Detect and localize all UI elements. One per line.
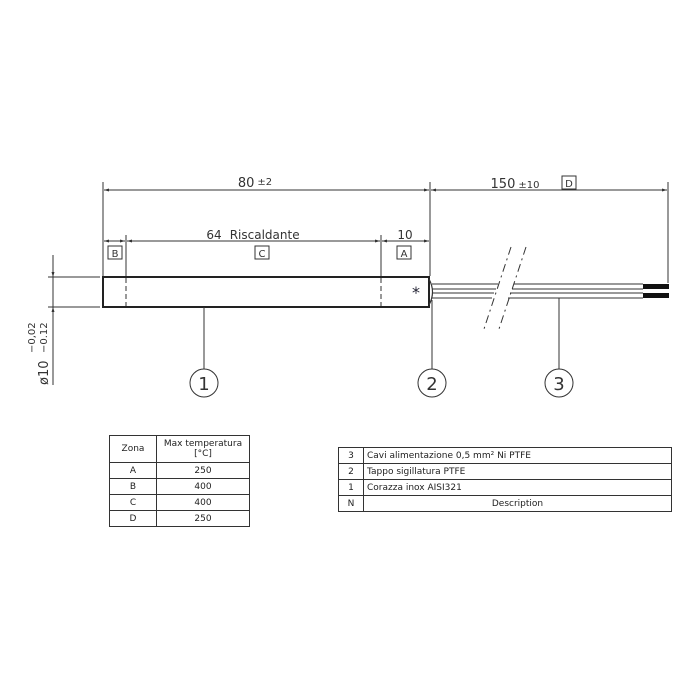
svg-text:−0.12: −0.12 xyxy=(39,322,50,353)
dimension-lines xyxy=(48,188,667,385)
zone-table-header: Zona Max temperatura [°C] xyxy=(109,435,250,463)
balloon-2 xyxy=(417,368,447,398)
max-temp-header: Max temperatura [°C] xyxy=(156,435,250,463)
zone-d-label: D xyxy=(565,179,573,190)
zone-header: Zona xyxy=(109,435,157,463)
zone-a-label: A xyxy=(401,249,408,260)
zone-d-box xyxy=(561,175,577,190)
zone-a-box xyxy=(396,245,412,260)
zone-b-box xyxy=(107,245,123,260)
total-length-label: 80±2 xyxy=(238,176,272,191)
zone-c-label: C xyxy=(259,249,266,260)
heater-sheath xyxy=(102,276,430,308)
break-marks xyxy=(482,246,527,333)
balloon-3-label: 3 xyxy=(553,374,564,395)
balloon-2-label: 2 xyxy=(426,374,437,395)
end-cap xyxy=(428,278,434,306)
wire-tip-1 xyxy=(643,284,669,289)
balloon-3 xyxy=(544,368,574,398)
lead-wires xyxy=(432,246,669,333)
balloon-1-label: 1 xyxy=(198,374,209,395)
svg-text:ø10: ø10 xyxy=(37,361,52,386)
marker-asterisk: * xyxy=(412,283,420,302)
wire-length-label: 150±10 xyxy=(491,177,540,192)
extension-lines xyxy=(102,182,669,283)
cold-end-label: 10 xyxy=(397,228,412,242)
wire-tip-2 xyxy=(643,293,669,298)
diameter-label: ø10 −0,02 −0.12 xyxy=(27,322,52,385)
zone-b-label: B xyxy=(112,249,119,260)
zone-c-box xyxy=(254,245,270,260)
balloons xyxy=(189,298,574,398)
svg-text:−0,02: −0,02 xyxy=(27,322,38,353)
balloon-1 xyxy=(189,368,219,398)
